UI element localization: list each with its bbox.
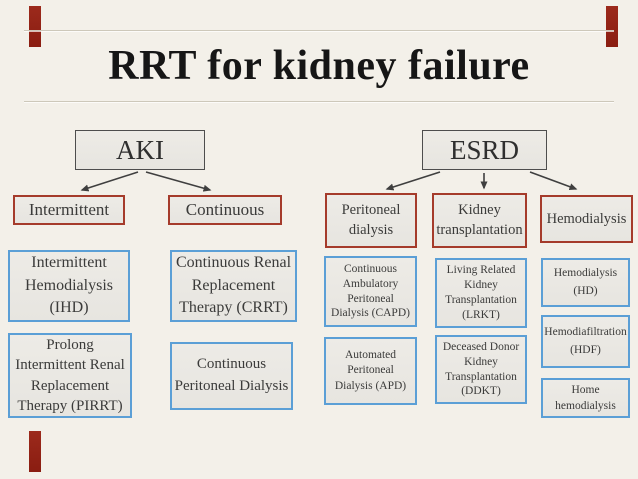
arrow-esrd-hemodialysis	[529, 171, 578, 191]
red-accent-bar-top-right	[606, 6, 618, 47]
node-ddkt: Deceased Donor Kidney Transplantation (D…	[435, 335, 527, 404]
node-hemodialysis: Hemodialysis	[540, 195, 633, 243]
node-home-hemodialysis: Home hemodialysis	[541, 378, 630, 418]
arrow-esrd-peritoneal	[385, 171, 441, 191]
node-apd: Automated Peritoneal Dialysis (APD)	[324, 337, 417, 405]
node-peritoneal-dialysis: Peritoneal dialysis	[325, 193, 417, 248]
red-accent-bar-top-left	[29, 6, 41, 47]
node-continuous: Continuous	[168, 195, 282, 225]
node-crrt: Continuous Renal Replacement Therapy (CR…	[170, 250, 297, 322]
node-capd: Continuous Ambulatory Peritoneal Dialysi…	[324, 256, 417, 327]
node-pirrt: Prolong Intermittent Renal Replacement T…	[8, 333, 132, 418]
node-aki: AKI	[75, 130, 205, 170]
divider-line-bottom	[24, 101, 614, 102]
node-continuous-peritoneal-dialysis: Continuous Peritoneal Dialysis	[170, 342, 293, 410]
node-hd: Hemodialysis (HD)	[541, 258, 630, 307]
node-esrd: ESRD	[422, 130, 547, 170]
node-lrkt: Living Related Kidney Transplantation (L…	[435, 258, 527, 328]
arrow-aki-intermittent	[80, 171, 139, 192]
slide-title: RRT for kidney failure	[108, 43, 530, 89]
node-ihd: Intermittent Hemodialysis (IHD)	[8, 250, 130, 322]
node-kidney-transplantation: Kidney transplantation	[432, 193, 527, 248]
node-intermittent: Intermittent	[13, 195, 125, 225]
arrow-aki-continuous	[145, 171, 212, 192]
red-accent-bar-bottom-left	[29, 431, 41, 472]
node-hdf: Hemodiafiltration (HDF)	[541, 315, 630, 368]
divider-line-top	[24, 30, 614, 31]
